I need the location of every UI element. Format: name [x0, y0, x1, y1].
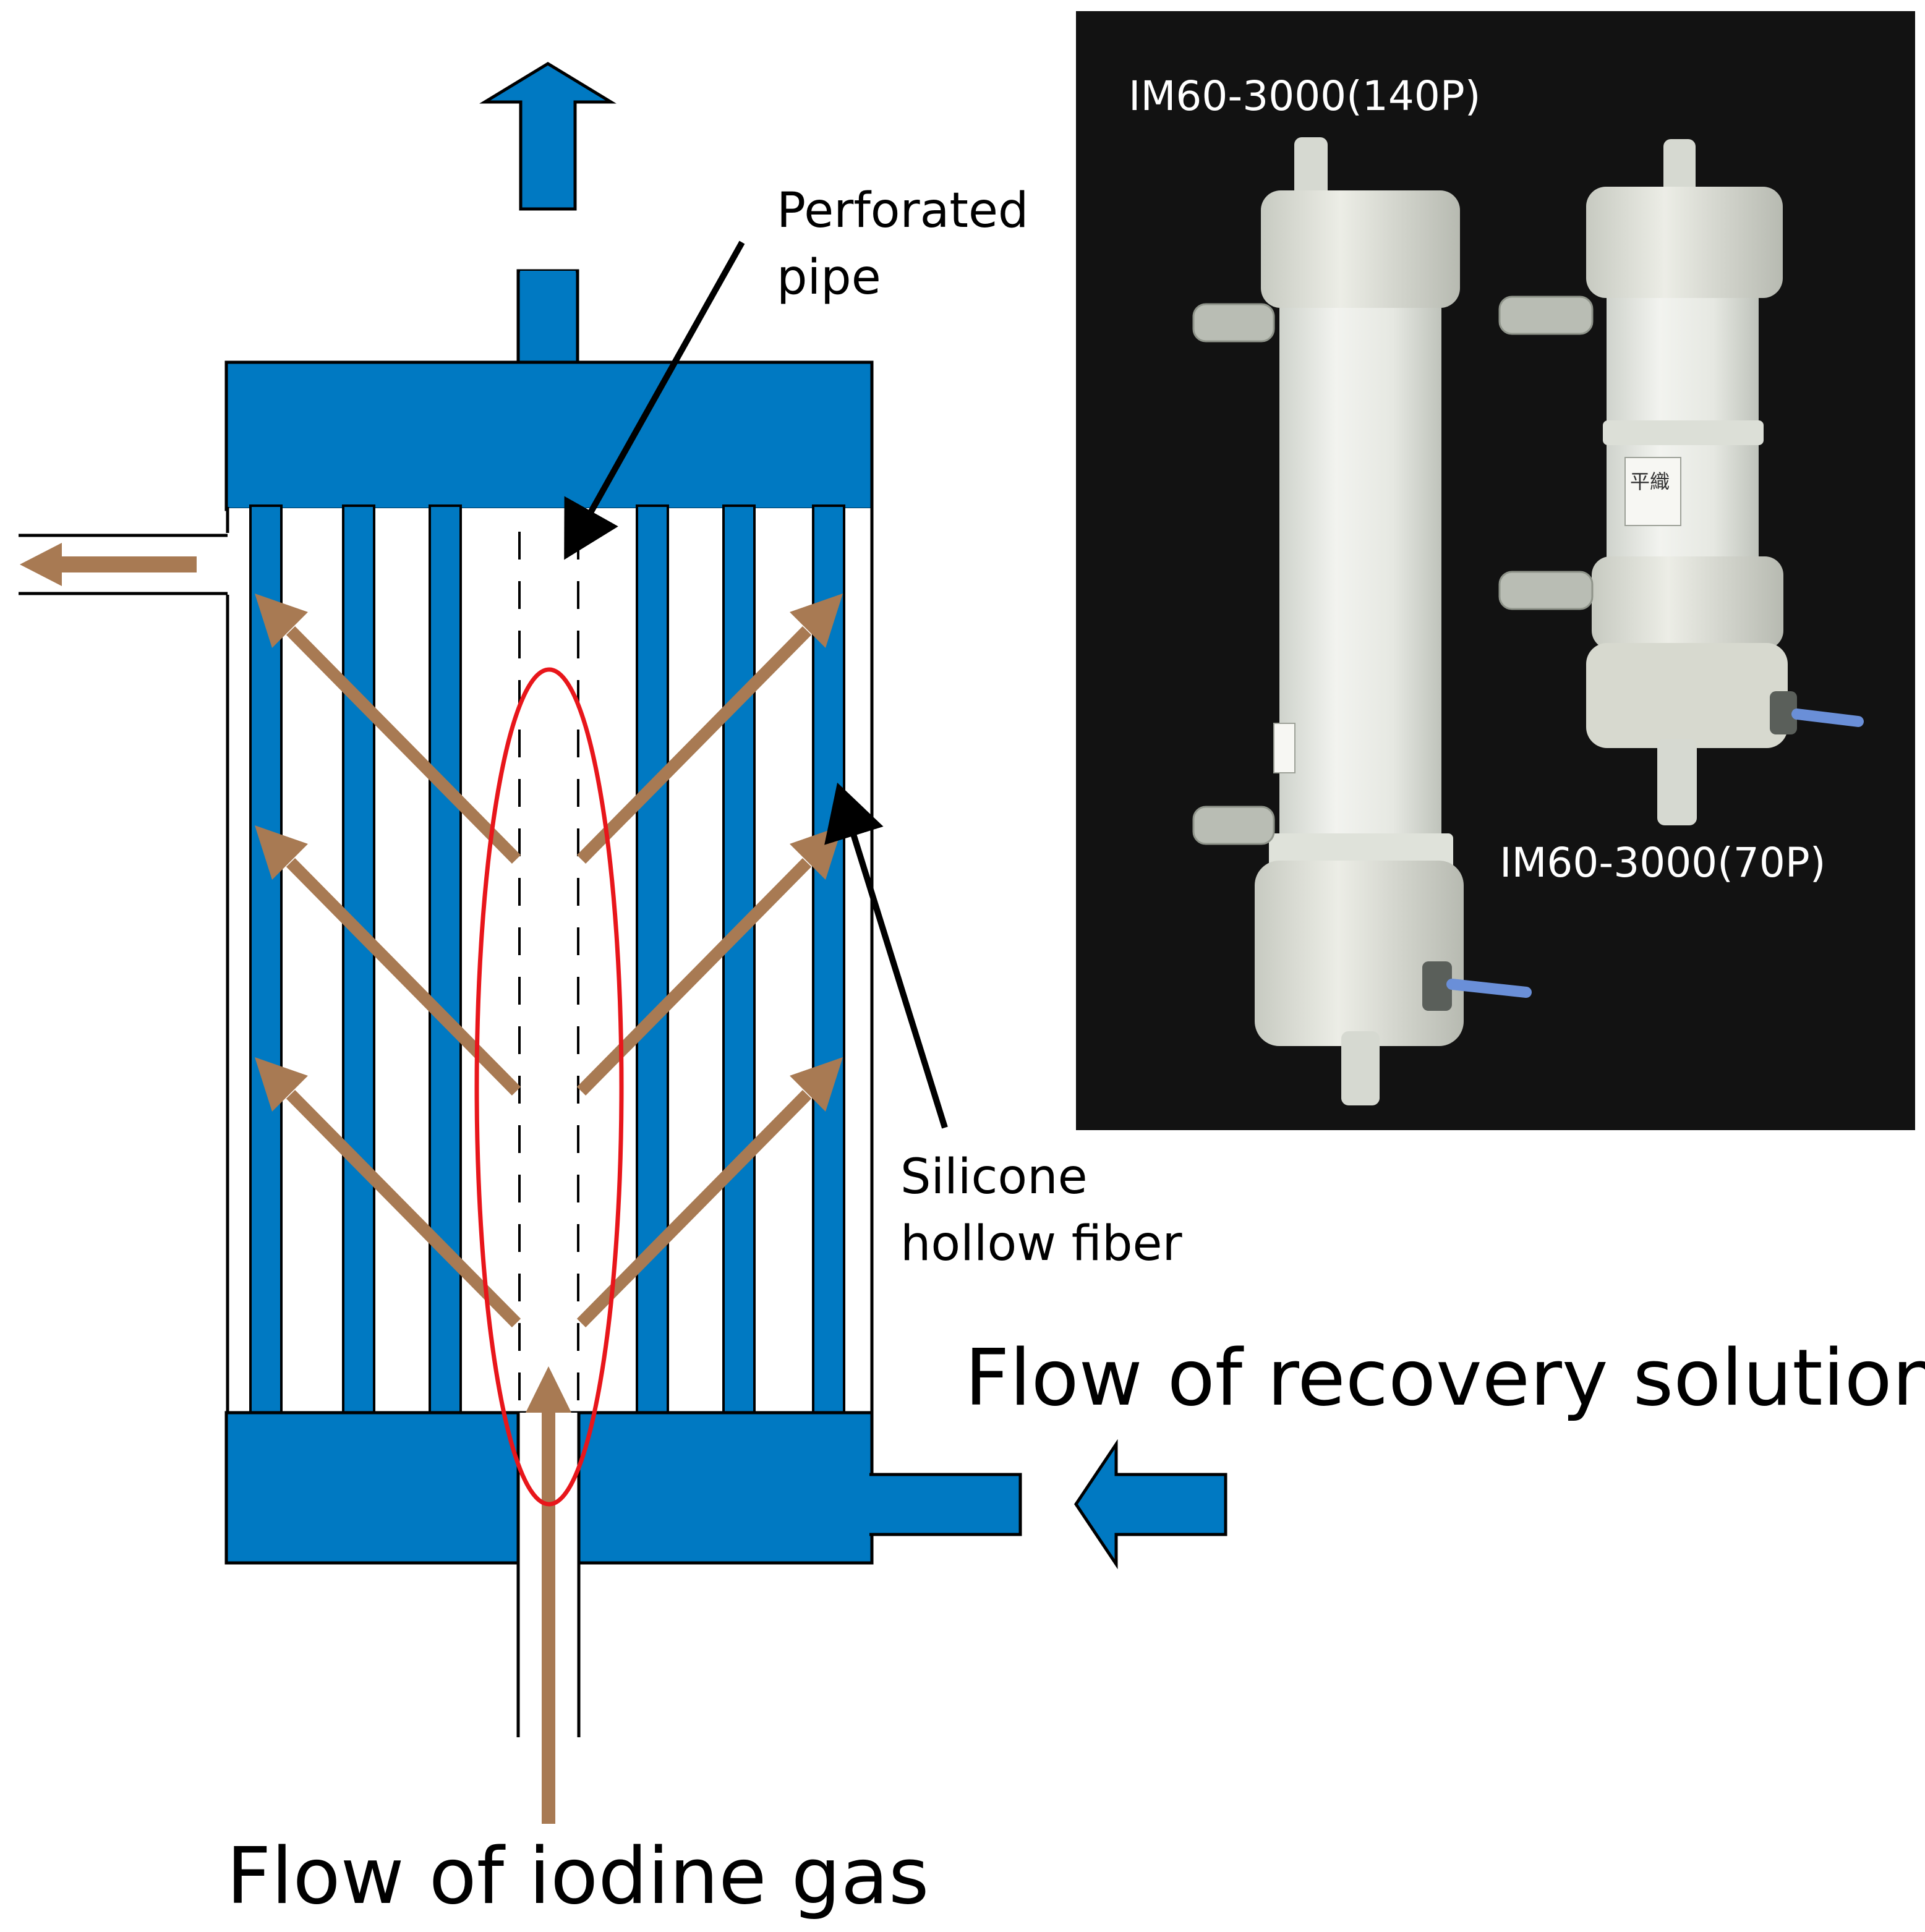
gas-arrow-right-1 [576, 594, 843, 864]
hollow-fiber [429, 504, 462, 1422]
shell-interior [228, 508, 871, 798]
gas-exit-arrow [20, 543, 197, 586]
perforated-pipe-highlight [474, 667, 624, 1507]
gas-inlet-arrow [526, 1366, 571, 1824]
side-outlet-pipe [19, 534, 228, 595]
silicone-fiber-pointer [824, 782, 948, 1129]
recovery-solution-arrow [1073, 1439, 1227, 1570]
recovery-flow-label: Flow of recovery solution [965, 1332, 1925, 1423]
module-tag-text: 平織 [1630, 470, 1670, 493]
hollow-fiber [342, 504, 375, 1422]
module-photo: 平織 IM60-3000(140P) IM60-3000(70P) [1076, 11, 1915, 1130]
module-tag [1624, 457, 1681, 526]
hollow-fiber [249, 504, 283, 1422]
hollow-fiber [636, 504, 669, 1422]
iodine-flow-label: Flow of iodine gas [226, 1831, 929, 1921]
silicone-fiber-label: Silicone hollow fiber [900, 1149, 1182, 1272]
gas-arrow-left-1 [255, 594, 521, 864]
gas-arrow-left-3 [255, 1057, 521, 1328]
gas-flow-arrows [255, 594, 843, 1824]
perforated-pipe-label: Perforated pipe [777, 183, 1044, 305]
small-module: 平織 [1498, 139, 1864, 825]
hollow-fiber [722, 504, 756, 1422]
perforated-pipe-pointer [564, 240, 745, 560]
small-module-label: IM60-3000(70P) [1500, 839, 1825, 887]
large-module-label: IM60-3000(140P) [1129, 72, 1480, 120]
photo-background [1076, 11, 1915, 1130]
solution-outlet-arrow [479, 62, 617, 211]
shell-wall [226, 507, 874, 1421]
large-module [1192, 137, 1532, 1105]
hollow-fiber [812, 504, 845, 1422]
top-header [224, 360, 874, 511]
hollow-fiber-bundle [249, 504, 845, 1422]
module-schematic: Perforated pipe Silicone hollow fiber Fl… [19, 62, 1925, 1921]
gas-arrow-right-3 [576, 1057, 843, 1328]
solution-inlet-pipe [869, 1473, 1022, 1536]
